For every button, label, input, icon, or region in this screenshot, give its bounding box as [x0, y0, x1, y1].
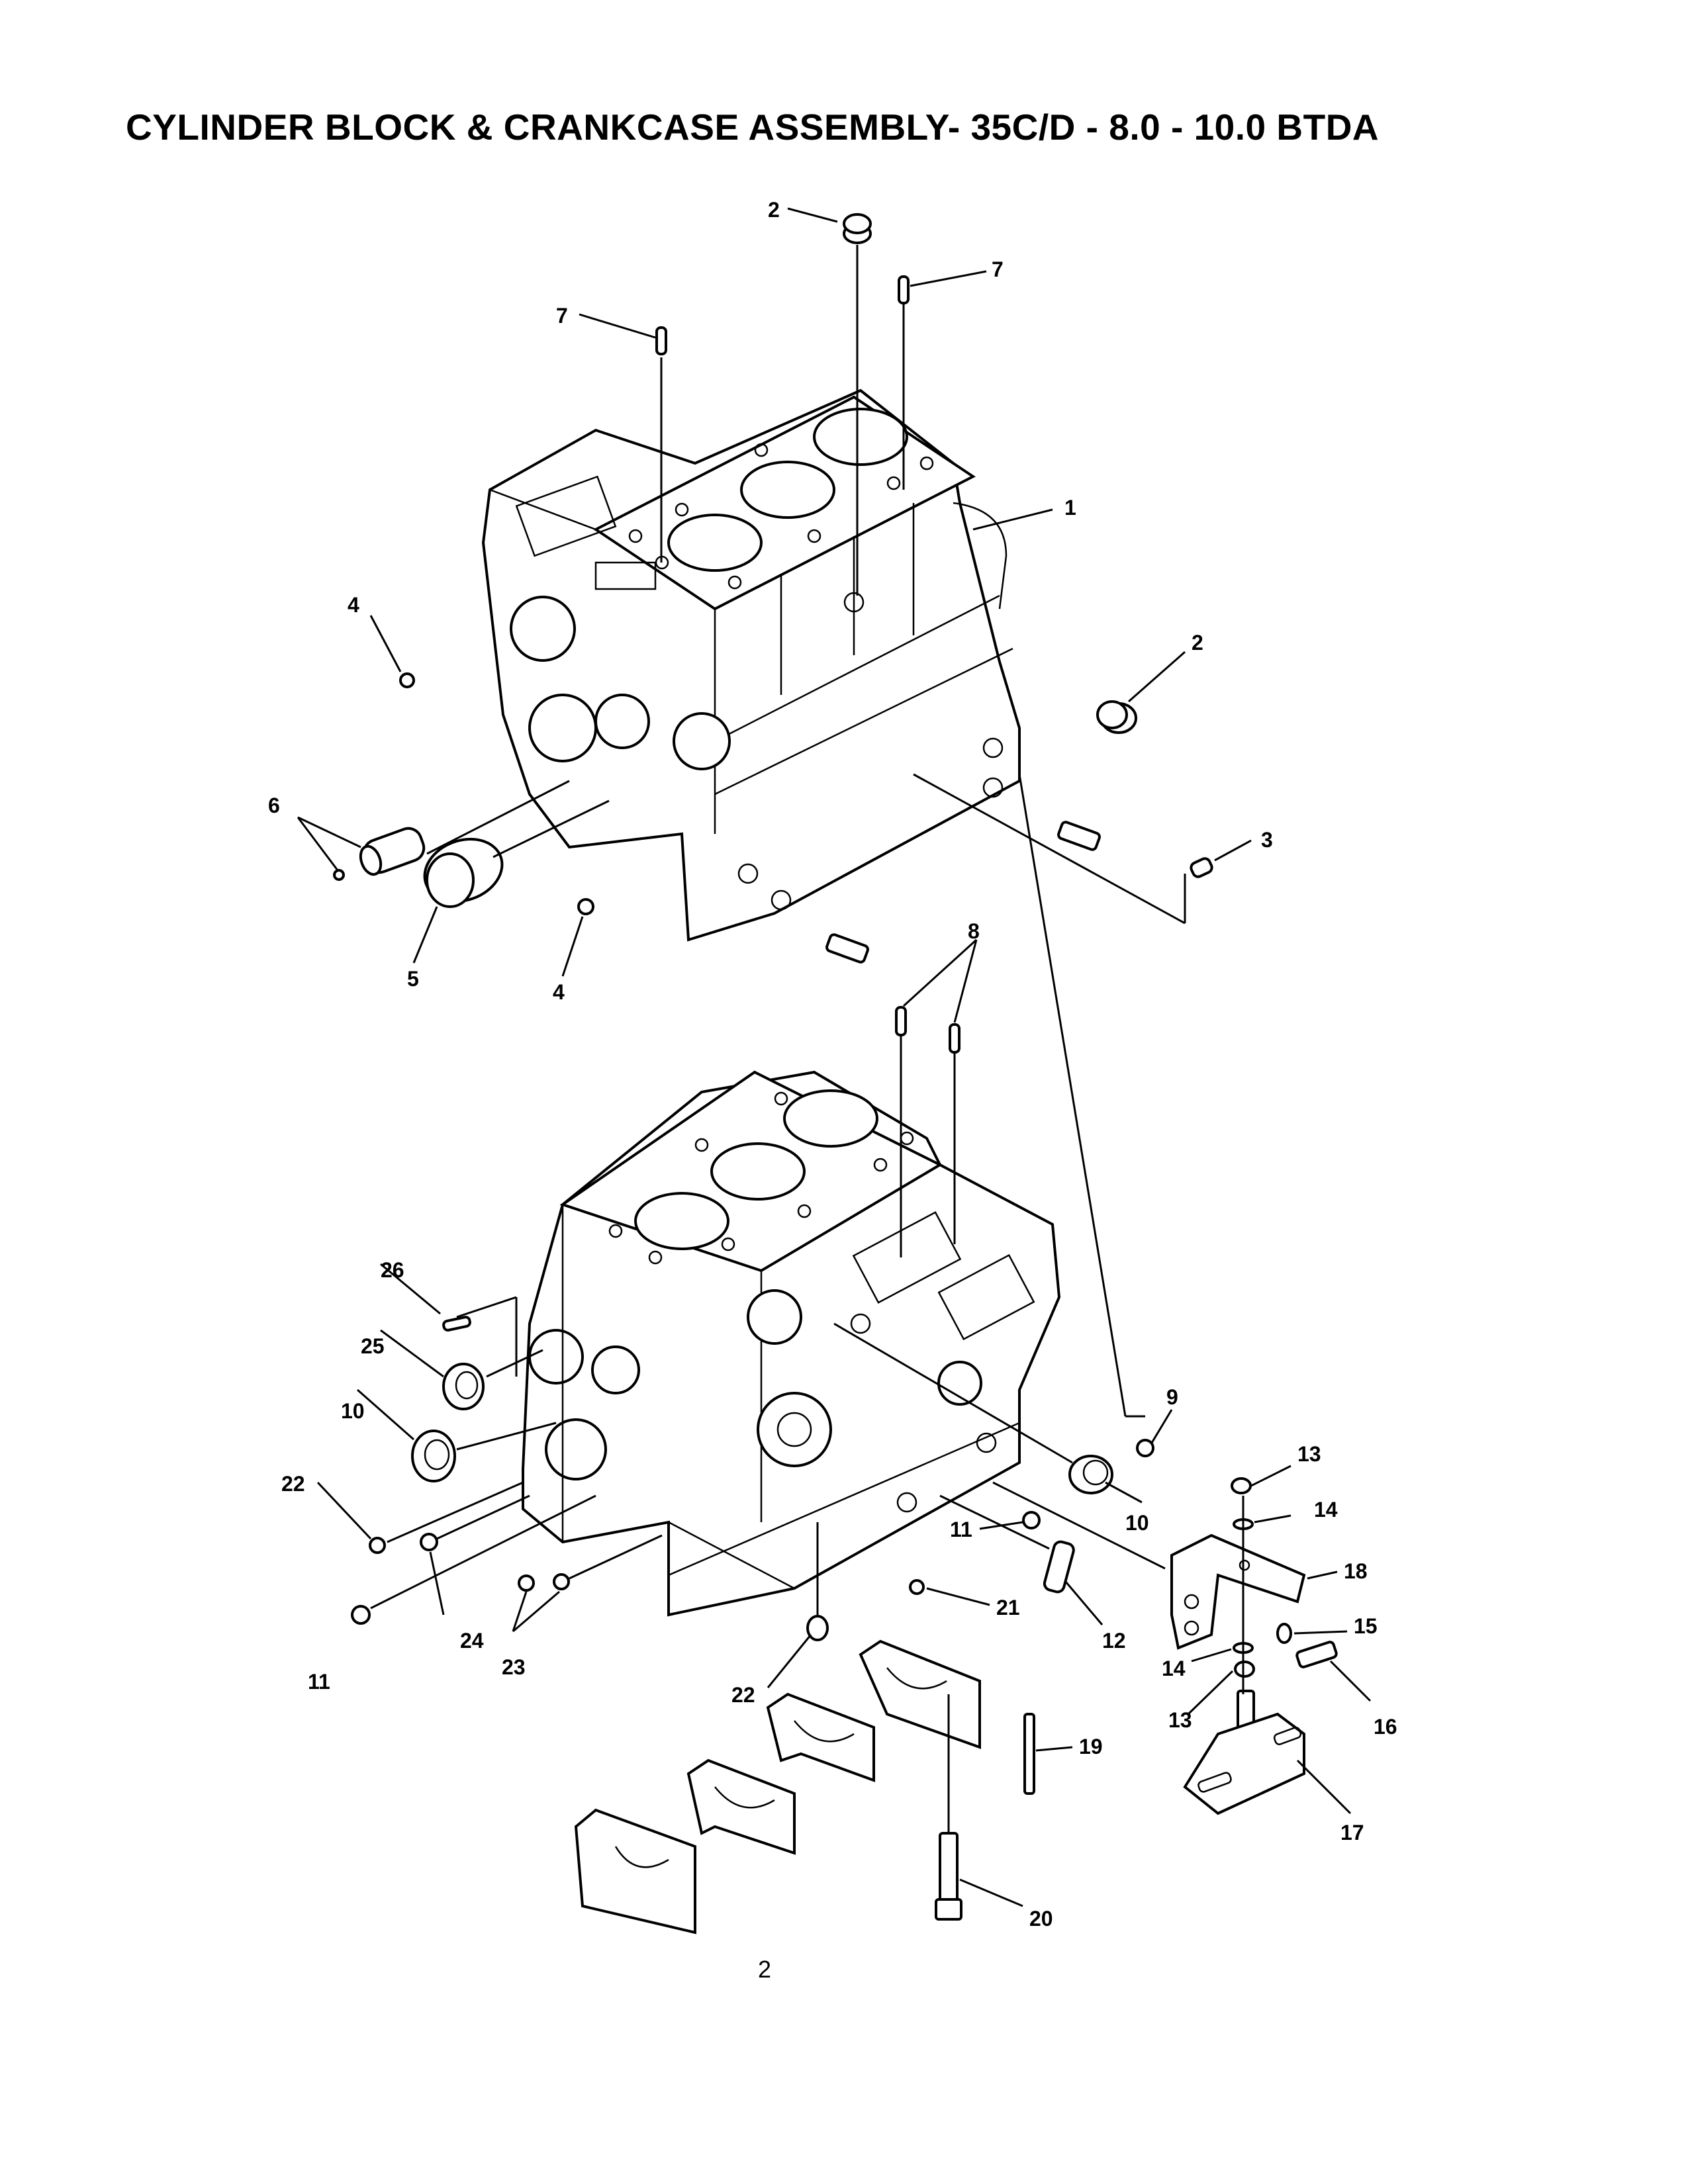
lower-cylinder-block [522, 1070, 1061, 1617]
callout-22-lower: 22 [731, 1683, 755, 1707]
callout-6: 6 [268, 794, 280, 817]
part-5-bearing [423, 837, 504, 908]
callout-19: 19 [1079, 1735, 1103, 1758]
part-24-plug [420, 1533, 438, 1551]
callout-1: 1 [1064, 496, 1076, 520]
main-bearing-caps [574, 1639, 981, 1934]
part-10-seal-right [1068, 1455, 1113, 1494]
part-16-bolt [1295, 1641, 1338, 1668]
callout-7-left: 7 [556, 304, 568, 328]
part-19-bar [1023, 1713, 1035, 1795]
part-15-washer [1276, 1623, 1292, 1644]
callout-7-right: 7 [992, 257, 1004, 281]
part-8-dowel-right [949, 1023, 961, 1054]
callout-24: 24 [460, 1629, 484, 1653]
callout-9: 9 [1166, 1385, 1178, 1409]
part-2-plug-side [1096, 700, 1137, 734]
part-23-plugs [518, 1573, 570, 1592]
part-13-nut-top [1231, 1477, 1252, 1494]
part-11-plug-right [1022, 1511, 1041, 1529]
callout-20: 20 [1029, 1907, 1053, 1931]
part-25-seal [442, 1363, 485, 1410]
part-10-seal-left [411, 1430, 456, 1482]
callout-8: 8 [968, 919, 980, 943]
callout-14-lower: 14 [1162, 1657, 1186, 1680]
page-number: 2 [758, 1956, 772, 1983]
part-8-dowel-left [895, 1006, 907, 1036]
callout-4-lower: 4 [553, 980, 565, 1004]
part-21-plug [909, 1579, 925, 1595]
bolt-upper-lower [825, 933, 869, 964]
callout-12: 12 [1102, 1629, 1126, 1653]
part-3-plug [1190, 857, 1213, 878]
part-22-plug-left [369, 1537, 386, 1554]
callout-22-left: 22 [281, 1472, 305, 1496]
callout-5: 5 [407, 967, 419, 991]
part-4-plug-lower [577, 898, 594, 915]
part-17-mount [1183, 1690, 1305, 1815]
part-4-plug-left [399, 672, 415, 688]
callout-3: 3 [1261, 828, 1273, 852]
callout-13-top: 13 [1297, 1442, 1321, 1466]
callout-21: 21 [996, 1596, 1020, 1619]
part-7-dowel-left [655, 326, 667, 355]
upper-cylinder-block [481, 388, 1021, 942]
callout-11-right: 11 [950, 1518, 972, 1541]
callout-23: 23 [502, 1655, 526, 1679]
callout-25: 25 [361, 1334, 385, 1358]
callout-4-left: 4 [348, 593, 359, 617]
part-7-dowel-right [898, 275, 910, 304]
callout-14-top: 14 [1314, 1498, 1338, 1522]
callout-13-lower: 13 [1168, 1708, 1192, 1732]
callout-26: 26 [381, 1258, 404, 1282]
part-22-plug-lower [806, 1615, 829, 1641]
callout-11-left: 11 [308, 1670, 330, 1694]
callout-10-right: 10 [1125, 1511, 1149, 1535]
callout-16: 16 [1374, 1715, 1397, 1739]
bolt-upper-right [1057, 821, 1101, 851]
part-9-plug [1136, 1439, 1154, 1457]
callout-10-left: 10 [341, 1399, 365, 1423]
callout-18: 18 [1344, 1559, 1368, 1583]
part-6-bush [333, 827, 426, 881]
part-13-nut-lower [1234, 1661, 1255, 1678]
callout-2-side: 2 [1192, 631, 1203, 655]
page-title: CYLINDER BLOCK & CRANKCASE ASSEMBLY- 35C… [126, 107, 1380, 148]
callout-17: 17 [1340, 1821, 1364, 1844]
callout-15: 15 [1354, 1614, 1378, 1638]
callout-2-top: 2 [768, 198, 780, 222]
part-2-plug-top [843, 213, 872, 244]
part-12-sleeve [1043, 1540, 1075, 1594]
part-11-plug-left [351, 1605, 371, 1625]
part-26-pin [442, 1316, 471, 1332]
part-20-bolt [935, 1832, 962, 1921]
